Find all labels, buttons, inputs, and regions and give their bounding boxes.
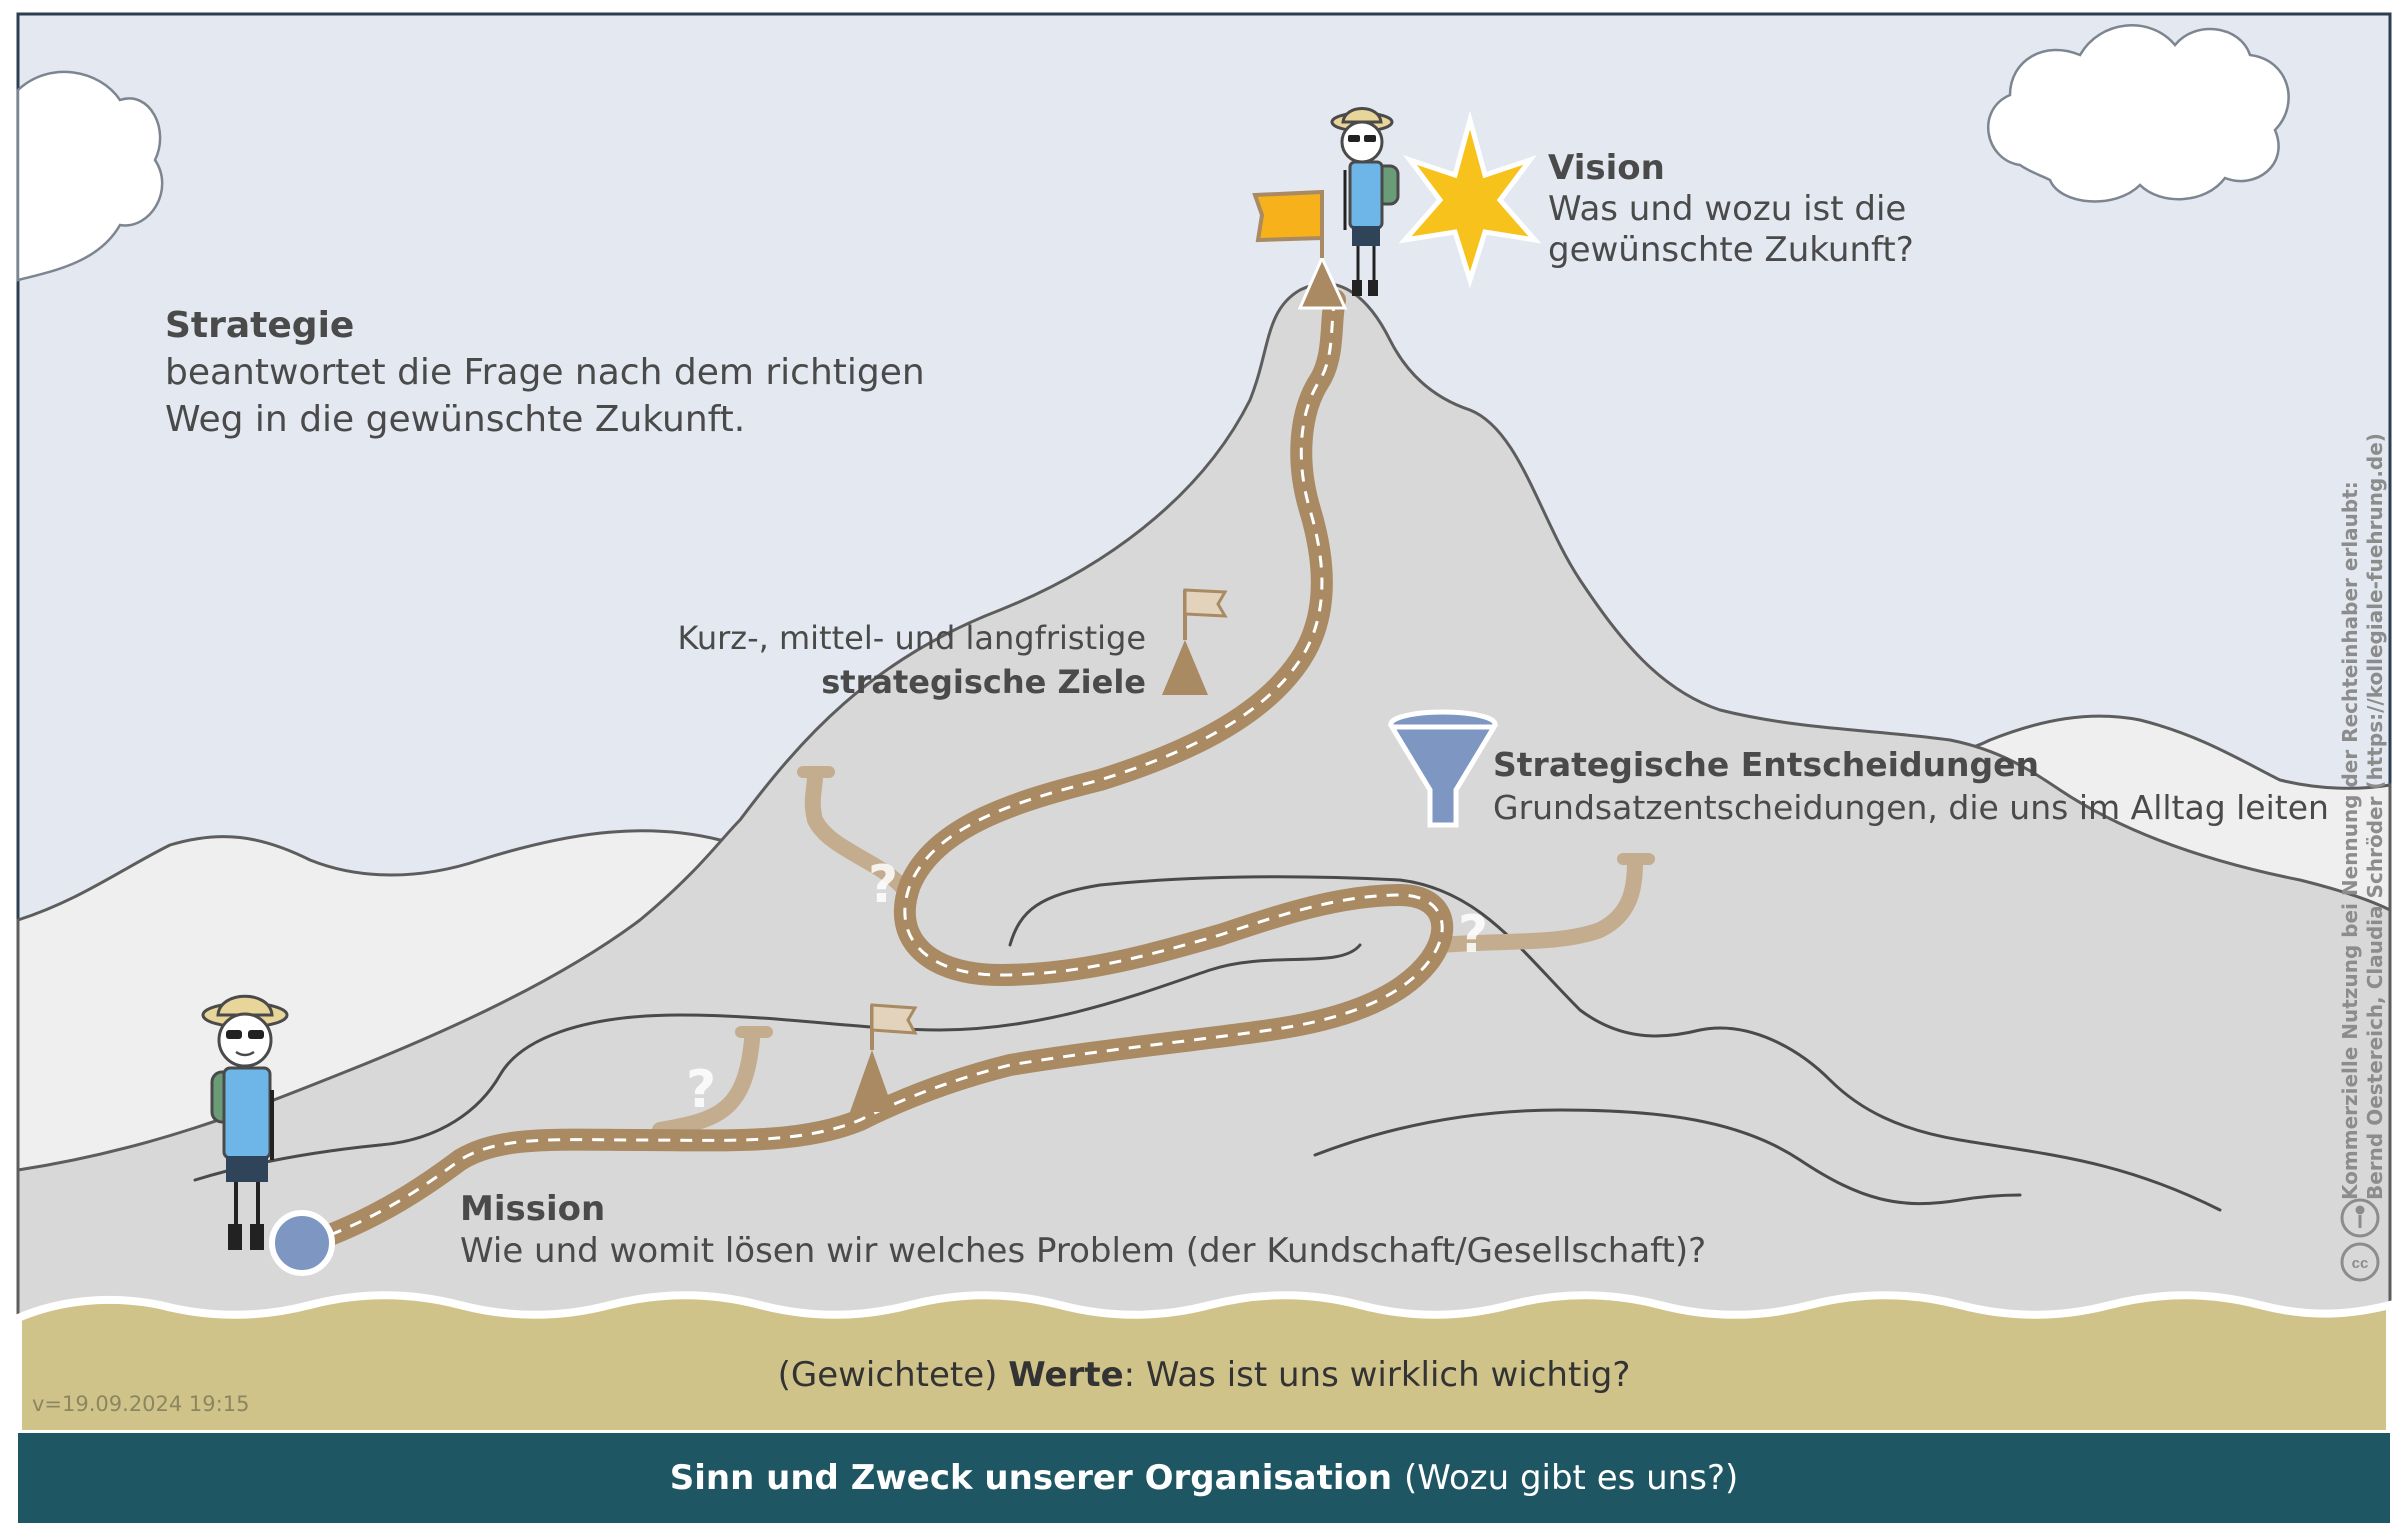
contour-line bbox=[1008, 875, 2222, 1212]
dead-end-path bbox=[1432, 854, 1643, 953]
mission-line1: Wie und womit lösen wir welches Problem … bbox=[460, 1231, 1707, 1271]
entscheidungen-line1: Grundsatzentscheidungen, die uns im Allt… bbox=[1493, 788, 2329, 827]
mission-title: Mission bbox=[460, 1189, 606, 1229]
cloud-icon bbox=[1986, 24, 2290, 203]
strategie-line1: beantwortet die Frage nach dem richtigen bbox=[165, 352, 925, 393]
vision-line2: gewünschte Zukunft? bbox=[1548, 230, 1914, 270]
ziele-line1: Kurz-, mittel- und langfristige bbox=[677, 619, 1146, 657]
flag-icon bbox=[850, 1003, 918, 1112]
hiker-icon bbox=[1330, 107, 1400, 296]
contour-line bbox=[1313, 1108, 2022, 1206]
version-label: v=19.09.2024 19:15 bbox=[32, 1392, 250, 1416]
werte-line: (Gewichtete) Werte: Was ist uns wirklich… bbox=[0, 1355, 2408, 1395]
contour-line bbox=[193, 943, 1362, 1182]
license-text: Kommerzielle Nutzung bei Nennung der Rec… bbox=[2338, 433, 2388, 1200]
license-line1: Kommerzielle Nutzung bei Nennung der Rec… bbox=[2338, 481, 2362, 1200]
values-ground bbox=[14, 1291, 2394, 1438]
werte-prefix: (Gewichtete) bbox=[777, 1355, 1009, 1395]
flag-icon bbox=[1162, 588, 1228, 695]
license-line2: Bernd Oestereich, Claudia Schröder (http… bbox=[2363, 433, 2387, 1200]
footer-rest: (Wozu gibt es uns?) bbox=[1404, 1458, 1739, 1498]
flag-icon bbox=[1252, 189, 1348, 310]
strategie-line2: Weg in die gewünschte Zukunft. bbox=[165, 399, 746, 440]
entscheidungen-title: Strategische Entscheidungen bbox=[1493, 745, 2040, 784]
start-point bbox=[269, 1210, 335, 1276]
ziele-line2: strategische Ziele bbox=[821, 663, 1146, 701]
cc-text: cc bbox=[2352, 1255, 2369, 1272]
star-icon bbox=[1398, 110, 1542, 289]
mission-block: Mission Wie und womit lösen wir welches … bbox=[460, 1188, 1706, 1272]
strategy-path-center-line bbox=[329, 299, 1444, 1237]
dead-end-path bbox=[652, 1032, 760, 1138]
hiker-icon bbox=[201, 994, 289, 1250]
dead-end-path bbox=[804, 767, 913, 898]
footer-bold: Sinn und Zweck unserer Organisation bbox=[669, 1458, 1393, 1498]
werte-bold: Werte bbox=[1008, 1355, 1124, 1395]
werte-suffix: : Was ist uns wirklich wichtig? bbox=[1123, 1355, 1631, 1395]
cloud-icon bbox=[16, 70, 164, 282]
question-mark: ? bbox=[1458, 905, 1489, 965]
entscheidungen-block: Strategische Entscheidungen Grundsatzent… bbox=[1493, 743, 2329, 829]
question-mark: ? bbox=[868, 855, 899, 915]
vision-title: Vision bbox=[1548, 148, 1665, 188]
funnel-icon bbox=[1387, 709, 1499, 828]
question-mark: ? bbox=[686, 1060, 717, 1120]
ziele-block: Kurz-, mittel- und langfristige strategi… bbox=[677, 616, 1146, 704]
footer-bar: Sinn und Zweck unserer Organisation (Woz… bbox=[18, 1433, 2390, 1523]
strategie-block: Strategie beantwortet die Frage nach dem… bbox=[165, 302, 925, 443]
cc-license-icon bbox=[2340, 1198, 2380, 1282]
vision-block: Vision Was und wozu ist die gewünschte Z… bbox=[1548, 148, 1914, 271]
vision-line1: Was und wozu ist die bbox=[1548, 189, 1907, 229]
strategie-title: Strategie bbox=[165, 305, 355, 346]
